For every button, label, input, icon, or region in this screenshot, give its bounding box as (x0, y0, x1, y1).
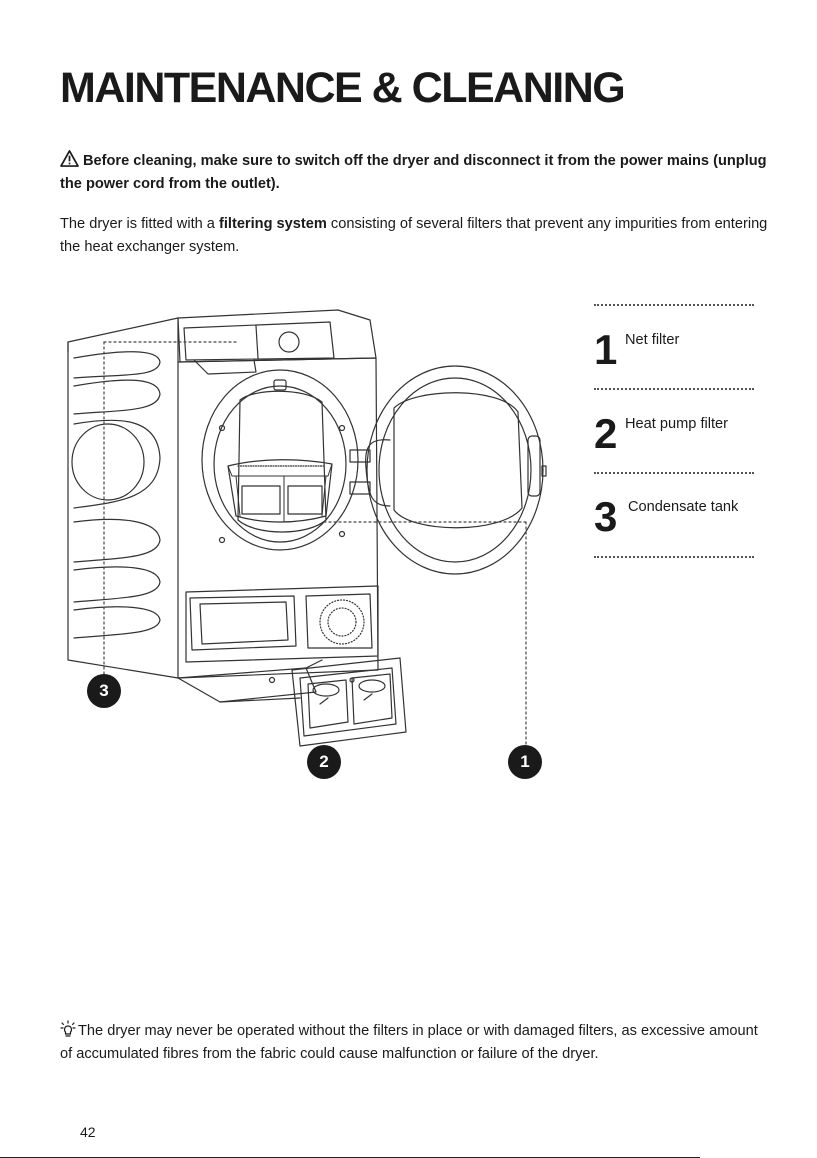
legend-item-heat-pump-filter: 2 Heat pump filter (594, 413, 764, 473)
legend-label: Condensate tank (628, 499, 739, 515)
callout-2: 2 (307, 745, 341, 779)
page-number: 42 (80, 1124, 96, 1140)
legend-number: 1 (594, 326, 617, 373)
legend-separator (594, 388, 754, 390)
legend-separator (594, 304, 754, 306)
intro-emphasis: filtering system (218, 216, 327, 232)
intro-text-before: The dryer is fitted with a (60, 216, 219, 232)
legend-separator (594, 556, 754, 558)
callout-1: 1 (508, 745, 542, 779)
intro-paragraph: The dryer is fitted with a filtering sys… (60, 213, 780, 259)
legend-label: Net filter (625, 332, 680, 348)
legend-separator (594, 472, 754, 474)
legend-item-net-filter: 1 Net filter (594, 329, 764, 389)
tip-note: The dryer may never be operated without … (60, 1020, 770, 1066)
legend-number: 3 (594, 493, 617, 540)
dryer-illustration: 3 2 1 (60, 300, 560, 800)
legend-label: Heat pump filter (625, 416, 729, 432)
tip-text: The dryer may never be operated without … (60, 1023, 758, 1062)
page-title: MAINTENANCE & CLEANING (60, 64, 626, 112)
callout-3: 3 (87, 674, 121, 708)
intro-text-after: consisting of several filters that preve… (60, 216, 768, 255)
safety-warning: Before cleaning, make sure to switch off… (60, 150, 780, 196)
legend-number: 2 (594, 410, 617, 457)
lightbulb-icon (60, 1020, 76, 1037)
dryer-drawing (67, 309, 547, 756)
warning-triangle-icon (60, 150, 79, 167)
legend-item-condensate-tank: 3 Condensate tank (594, 496, 764, 556)
warning-text: Before cleaning, make sure to switch off… (60, 153, 767, 192)
